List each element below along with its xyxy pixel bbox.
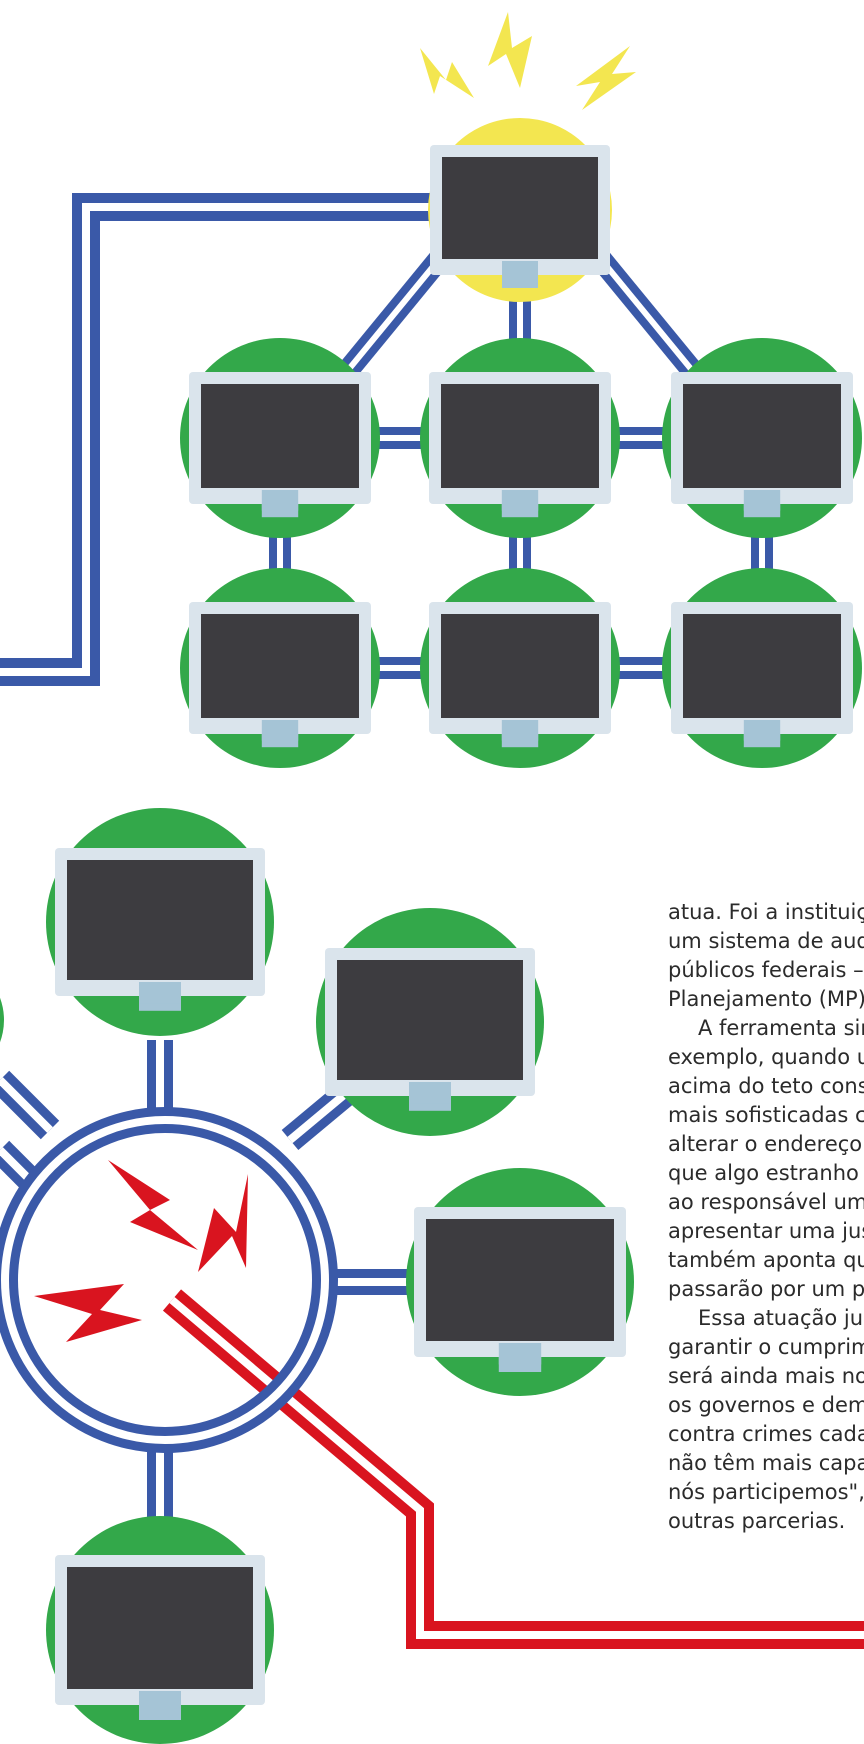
lightning-bolt-icon [420, 48, 474, 98]
wire-link [340, 258, 440, 380]
monitor-stand-base [139, 1691, 181, 1713]
article-text-line: Planejamento (MP) [668, 985, 864, 1014]
computer-monitor-icon [420, 338, 620, 538]
computer-monitor-icon [180, 568, 380, 768]
computer-monitor-icon [420, 568, 620, 768]
computer-monitor-icon [46, 1516, 274, 1744]
article-text-line: também aponta qu [668, 1246, 864, 1275]
article-text-line: um sistema de aud [668, 927, 864, 956]
lightning-bolt-icon [576, 46, 636, 110]
node-circle [0, 956, 4, 1084]
computer-monitor-icon [662, 568, 862, 768]
lightning-bolt-icon [198, 1174, 248, 1272]
wire-inner-gap [340, 258, 440, 380]
article-text-line: será ainda mais no [668, 1362, 864, 1391]
monitor-screen [441, 614, 599, 718]
article-text-line: mais sofisticadas c [668, 1101, 864, 1130]
wire-link [290, 1090, 350, 1140]
wire-link [600, 258, 700, 380]
monitor-stand-base [409, 1082, 451, 1103]
article-text-line: contra crimes cada [668, 1420, 864, 1449]
monitor-screen [441, 384, 599, 488]
monitor-stand-base [262, 490, 298, 511]
wire-link [0, 1150, 30, 1180]
monitor-screen [442, 157, 598, 259]
computer-monitor-icon [316, 908, 544, 1136]
article-text-line: outras parcerias. [668, 1507, 864, 1536]
lightning-bolt-icon [108, 1160, 198, 1250]
computer-monitor-icon [428, 118, 612, 302]
article-text-line: exemplo, quando u [668, 1043, 864, 1072]
wire-inner-gap [290, 1090, 350, 1140]
lightning-bolt-icon [488, 12, 532, 88]
monitor-screen [426, 1219, 614, 1341]
monitor-screen [67, 1567, 253, 1689]
article-text-line: ao responsável um [668, 1188, 864, 1217]
wire-inner-gap [600, 258, 700, 380]
article-text-line: acima do teto cons [668, 1072, 864, 1101]
computer-monitor-icon [46, 808, 274, 1036]
article-text-line: nós participemos", [668, 1478, 864, 1507]
article-text-line: Essa atuação ju [668, 1304, 864, 1333]
computer-monitor-icon [662, 338, 862, 538]
monitor-screen [337, 960, 523, 1080]
monitor-stand-base [744, 490, 780, 511]
monitor-screen [201, 384, 359, 488]
monitor-screen [683, 384, 841, 488]
article-text-line: passarão por um p [668, 1275, 864, 1304]
monitor-screen [67, 860, 253, 980]
monitor-screen [201, 614, 359, 718]
article-text-line: públicos federais – [668, 956, 864, 985]
monitor-stand-base [744, 720, 780, 741]
article-text-line: os governos e dema [668, 1391, 864, 1420]
article-text-line: alterar o endereço [668, 1130, 864, 1159]
monitor-stand-base [262, 720, 298, 741]
article-text-line: A ferramenta sin [668, 1014, 864, 1043]
computer-monitor-icon [180, 338, 380, 538]
computer-monitor-icon [406, 1168, 634, 1396]
hub-ring-gap [5, 1120, 325, 1440]
monitor-screen [683, 614, 841, 718]
monitor-stand-base [502, 720, 538, 741]
wire-link [0, 1080, 50, 1130]
article-text-line: atua. Foi a instituiç [668, 898, 864, 927]
article-text-line: apresentar uma jus [668, 1217, 864, 1246]
monitor-stand-base [499, 1343, 541, 1365]
lightning-bolt-icon [34, 1284, 142, 1342]
article-text-line: que algo estranho [668, 1159, 864, 1188]
article-text-line: não têm mais capa [668, 1449, 864, 1478]
article-text-line: garantir o cumprim [668, 1333, 864, 1362]
monitor-stand-base [502, 490, 538, 511]
monitor-stand-base [502, 261, 538, 282]
central-hub [5, 1120, 325, 1440]
monitor-stand-base [139, 982, 181, 1003]
